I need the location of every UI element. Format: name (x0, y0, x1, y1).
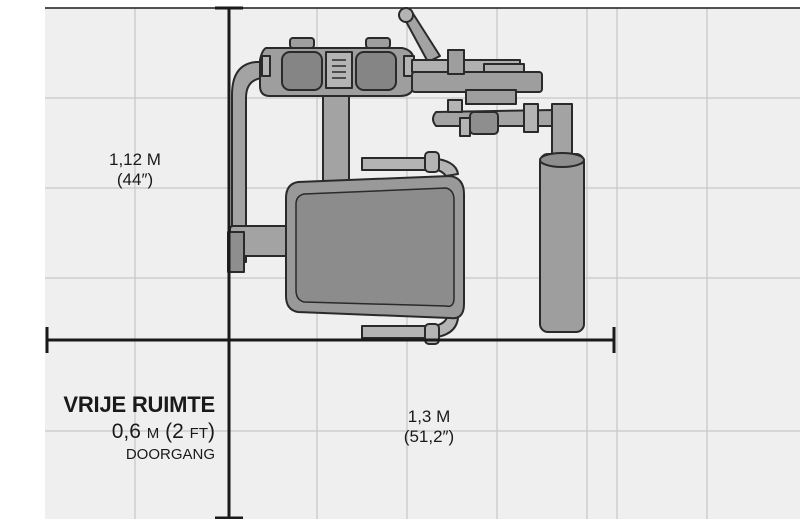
clearance-value-unit: M (146, 425, 160, 442)
width-value: 1,3 M (407, 407, 451, 426)
depth-imperial: (44″) (116, 169, 154, 189)
depth-value: 1,12 M (109, 150, 161, 169)
clearance-label: VRIJE RUIMTE 0,6 M (2 FT) DOORGANG (63, 392, 215, 463)
dimension-lines (45, 6, 616, 519)
width-imperial: (51,2″) (403, 426, 455, 446)
width-label: 1,3 M (51,2″) (384, 407, 474, 446)
clearance-paren-open: (2 (165, 420, 184, 443)
clearance-note: DOORGANG (125, 446, 215, 463)
clearance-value: 0,6 M (2 FT) (63, 420, 215, 444)
clearance-title: VRIJE RUIMTE (63, 392, 215, 417)
depth-label: 1,12 M (44″) (90, 150, 180, 189)
clearance-paren-close: ) (208, 420, 215, 443)
clearance-value-number: 0,6 (111, 420, 141, 443)
clearance-paren-unit: FT (189, 425, 208, 442)
machine-outline (227, 7, 585, 345)
